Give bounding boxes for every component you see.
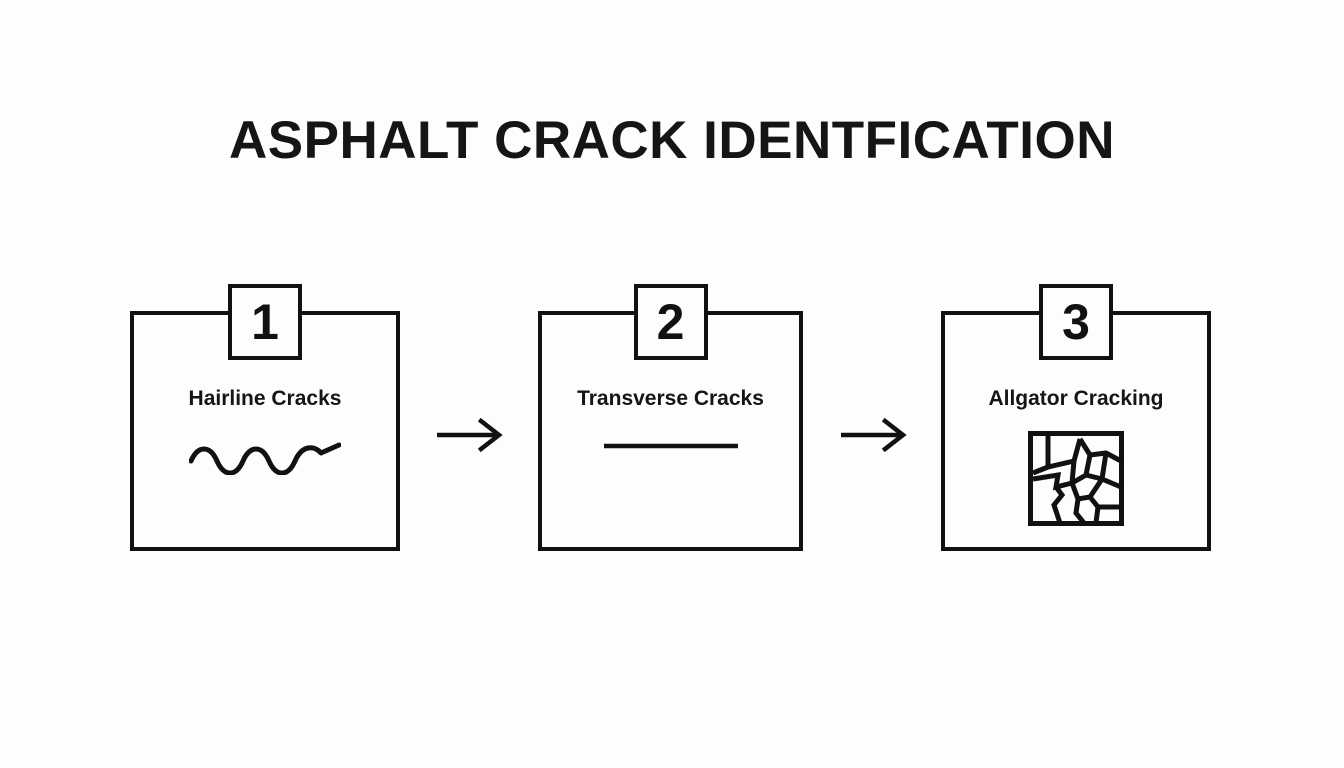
step-card-2[interactable]: 2 Transverse Cracks — [538, 284, 803, 551]
step-badge-1: 1 — [228, 284, 302, 360]
step-badge-3: 3 — [1039, 284, 1113, 360]
arrow-right-icon-1 — [437, 418, 503, 452]
page-title: ASPHALT CRACK IDENTFICATION — [229, 111, 1115, 170]
wavy-line-icon — [189, 442, 341, 475]
step-badge-2: 2 — [633, 284, 708, 360]
step-number-1: 1 — [251, 294, 279, 350]
step-label-2: Transverse Cracks — [577, 387, 764, 410]
alligator-crack-pattern-icon — [1028, 431, 1124, 526]
step-icon-wrap-3 — [945, 431, 1207, 526]
straight-line-icon — [603, 443, 738, 449]
step-label-3: Allgator Cracking — [988, 387, 1164, 410]
step-card-1[interactable]: 1 Hairline Cracks — [130, 284, 400, 551]
step-icon-wrap-1 — [134, 431, 396, 475]
step-number-2: 2 — [656, 294, 685, 350]
step-icon-wrap-2 — [542, 431, 799, 461]
step-number-3: 3 — [1062, 294, 1090, 350]
arrow-right-icon-2 — [841, 418, 907, 452]
step-card-3[interactable]: 3 Allgator Cracking — [941, 284, 1211, 551]
step-label-1: Hairline Cracks — [188, 387, 342, 410]
